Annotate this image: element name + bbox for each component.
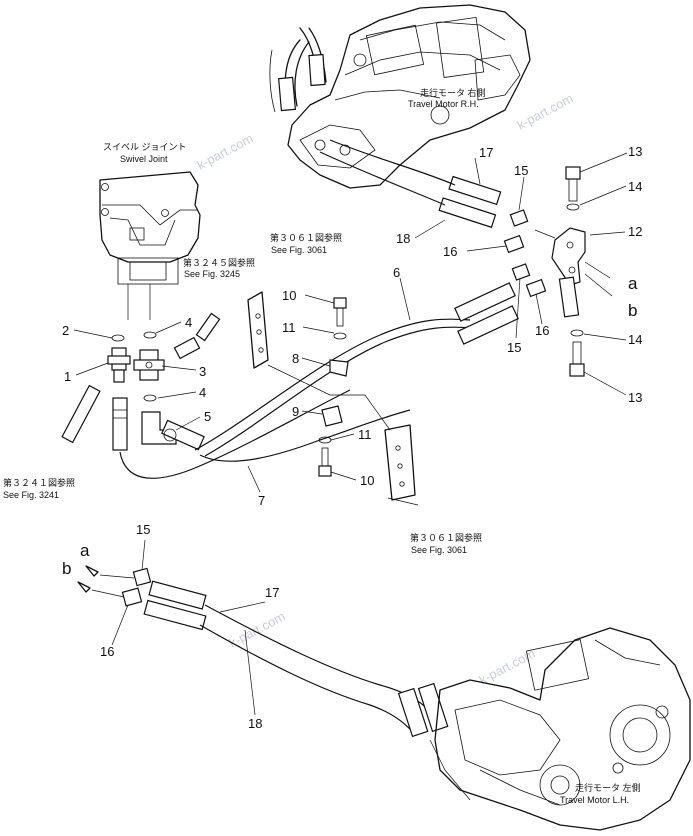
callouts: 2 1 4 3 4 5 6 7 8 9 10 11 11 10 17 18 15… (62, 144, 642, 731)
callout-8: 8 (292, 351, 299, 366)
ref-fig-3245-en: See Fig. 3245 (184, 269, 240, 279)
callout-16-mid: 16 (535, 323, 549, 338)
callout-11-lower: 11 (358, 427, 372, 442)
watermark: k-part.com (514, 91, 575, 133)
swivel-joint-jp: スイベル ジョイント (103, 142, 187, 152)
watermark: k-part.com (476, 646, 537, 688)
ref-fig-3241-jp: 第３２４１図参照 (3, 477, 75, 488)
ref-fig-3061-bottom-jp: 第３０６１図参照 (410, 532, 482, 543)
callout-9: 9 (292, 404, 299, 419)
callout-10-lower: 10 (360, 473, 374, 488)
port-letter-a-left: a (80, 541, 90, 560)
port-letter-b-right: b (628, 301, 637, 320)
callout-17-upper: 17 (479, 145, 493, 160)
callout-3: 3 (199, 364, 206, 379)
travel-motor-rh-en: Travel Motor R.H. (408, 99, 479, 109)
callout-17-lower: 17 (265, 585, 279, 600)
swivel-joint-drawing (99, 171, 201, 320)
ref-fig-3241-en: See Fig. 3241 (3, 490, 59, 500)
callout-4-lower: 4 (199, 385, 206, 400)
callout-15-mid: 15 (507, 340, 521, 355)
port-letters: a b a b (62, 274, 638, 593)
ref-fig-3061-top-jp: 第３０６１図参照 (270, 232, 342, 243)
callout-5: 5 (204, 409, 211, 424)
callout-2: 2 (62, 323, 69, 338)
hose-6 (194, 282, 519, 457)
callout-13-lower: 13 (628, 390, 642, 405)
callout-1: 1 (64, 369, 71, 384)
ref-fig-3061-bottom-en: See Fig. 3061 (411, 545, 467, 555)
callout-10-upper: 10 (282, 288, 296, 303)
callout-18-lower: 18 (248, 716, 262, 731)
callout-4-upper: 4 (185, 315, 192, 330)
callout-13-upper: 13 (628, 144, 642, 159)
callout-15-upper: 15 (514, 163, 528, 178)
callout-16-lower: 16 (100, 644, 114, 659)
callout-16-upper: 16 (443, 244, 457, 259)
ref-fig-3245-jp: 第３２４５図参照 (183, 257, 255, 268)
travel-motor-lh-drawing (429, 627, 691, 831)
junction-block (319, 139, 626, 377)
leader-lines (73, 152, 628, 716)
travel-motor-rh-jp: 走行モータ 右側 (420, 87, 486, 98)
swivel-fittings (61, 312, 221, 451)
callout-15-lower: 15 (136, 522, 150, 537)
travel-motor-lh-en: Travel Motor L.H. (560, 795, 629, 805)
callout-14-upper: 14 (628, 179, 642, 194)
arrow-icon (77, 581, 91, 593)
swivel-joint-en: Swivel Joint (120, 154, 168, 164)
brackets (247, 291, 419, 506)
watermark: k-part.com (194, 131, 255, 173)
ref-fig-3061-top-en: See Fig. 3061 (271, 245, 327, 255)
port-letter-a-right: a (628, 274, 638, 293)
travel-motor-rh-drawing (269, 4, 531, 189)
port-letter-b-left: b (62, 559, 71, 578)
callout-6: 6 (393, 265, 400, 280)
hose-7 (119, 389, 411, 479)
callout-12: 12 (628, 224, 642, 239)
callout-7: 7 (258, 493, 265, 508)
callout-18-upper: 18 (396, 231, 410, 246)
travel-motor-lh-jp: 走行モータ 左側 (575, 782, 641, 793)
lower-hoses (91, 567, 449, 738)
callout-11-upper: 11 (282, 320, 296, 335)
arrow-icon (85, 565, 99, 577)
callout-14-lower: 14 (628, 332, 642, 347)
